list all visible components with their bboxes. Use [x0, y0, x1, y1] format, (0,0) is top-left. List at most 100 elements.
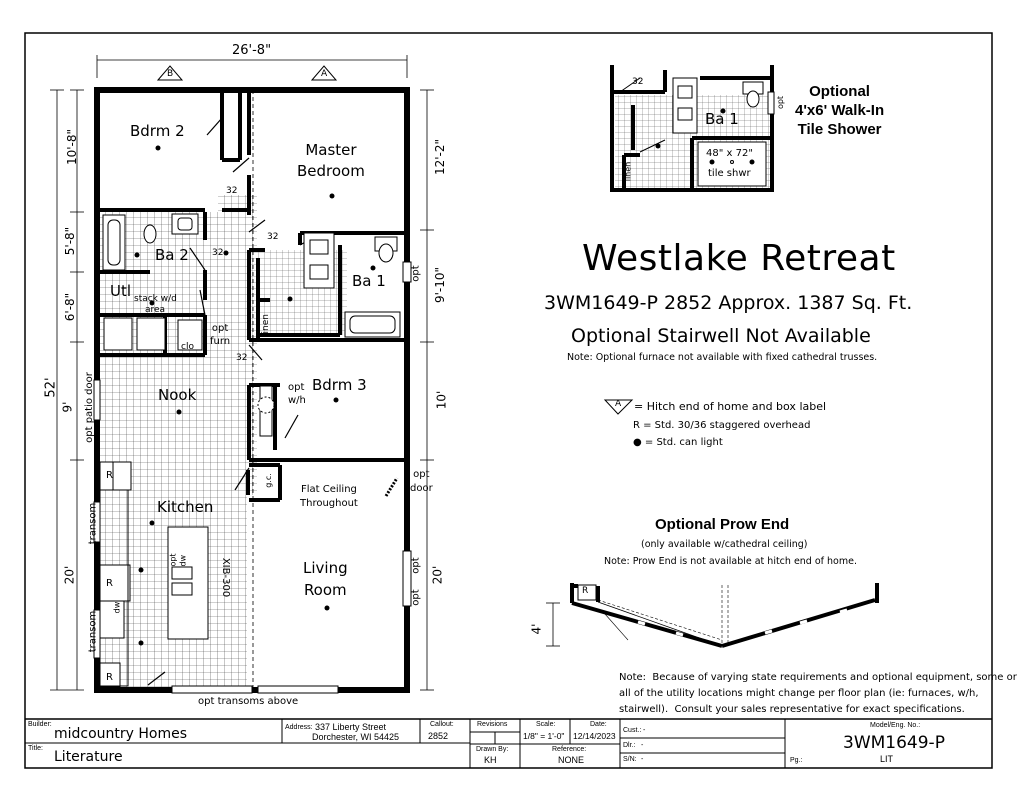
opt-dw-label: opt dw	[168, 553, 188, 567]
prow-note: Note: Prow End is not available at hitch…	[604, 556, 857, 567]
dlr-value: -	[641, 742, 644, 749]
model-line: 3WM1649-P 2852 Approx. 1387 Sq. Ft.	[544, 292, 913, 314]
opt-patio-door-label: opt patio door	[83, 372, 95, 443]
utility-note: Note: Because of varying state requireme…	[619, 672, 1017, 715]
callout-value: 2852	[428, 731, 449, 741]
left-dim-1: 10'-8"	[65, 128, 80, 166]
prow-r: R	[582, 586, 589, 596]
opt-door-label: opt door	[410, 469, 433, 494]
left-dim-4: 9'	[60, 401, 75, 413]
left-dim-5: 20'	[62, 565, 77, 585]
model-label: Model/Eng. No.:	[870, 722, 921, 729]
inset-shower-plan	[610, 65, 775, 192]
left-dim-3: 6'-8"	[63, 292, 78, 322]
dw-label: dw	[112, 601, 122, 614]
hitch-marker-b: B	[167, 69, 174, 79]
right-dim-1: 12'-2"	[433, 138, 448, 176]
revisions-label: Revisions	[477, 721, 508, 728]
builder-value: midcountry Homes	[54, 726, 188, 742]
scale-value: 1/8" = 1'-0"	[523, 731, 565, 741]
room-living: Living Room	[303, 559, 348, 599]
drawn-value: KH	[484, 755, 497, 765]
opt-window-label-2: opt	[410, 557, 422, 574]
gc-label: g.c.	[263, 473, 273, 488]
furnace-note: Note: Optional furnace not available wit…	[567, 352, 878, 363]
room-kitchen: Kitchen	[157, 498, 214, 516]
right-dim-2: 9'-10"	[433, 266, 448, 304]
clo-label: clo	[181, 342, 194, 352]
inset-shower-size: 48" x 72"	[706, 148, 753, 159]
cust-label: Cust.:	[623, 727, 642, 734]
reference-value: NONE	[558, 755, 585, 765]
right-dim-3: 10'	[434, 390, 449, 410]
address-line2: Dorchester, WI 54425	[312, 732, 400, 742]
inset-shower-title: Optional 4'x6' Walk-In Tile Shower	[795, 83, 885, 138]
model-value: 3WM1649-P	[843, 733, 945, 753]
room-master: Master Bedroom	[297, 141, 365, 180]
room-bdrm3: Bdrm 3	[312, 376, 367, 394]
title-label: Title:	[28, 745, 43, 752]
address-label: Address:	[285, 724, 313, 731]
prow-subtitle: (only available w/cathedral ceiling)	[641, 539, 808, 550]
range-label-r3: R	[106, 672, 113, 683]
hitch-markers	[156, 65, 634, 415]
inset-opt: opt	[776, 95, 786, 110]
right-dim-4: 20'	[430, 565, 445, 585]
date-value: 12/14/2023	[573, 731, 616, 741]
room-ba2: Ba 2	[155, 246, 189, 264]
room-ba1: Ba 1	[352, 272, 386, 290]
cust-value: -	[643, 727, 646, 734]
dlr-label: Dlr.:	[623, 742, 636, 749]
inset-32: 32	[632, 77, 644, 87]
area-label: area	[145, 305, 166, 315]
door-32-4: 32	[236, 353, 248, 363]
callout-label: Callout:	[430, 721, 454, 728]
inset-linen: linen	[623, 161, 633, 182]
flat-ceiling-label: Flat Ceiling Throughout	[300, 484, 358, 509]
exterior-walls	[94, 87, 410, 693]
sn-label: S/N:	[623, 756, 637, 763]
transom-label-1: transom	[87, 502, 99, 545]
pg-value: LIT	[880, 754, 894, 764]
fixtures	[99, 213, 401, 688]
opt-furn-label: opt furn	[210, 323, 231, 347]
title-value: Literature	[54, 749, 123, 765]
prow-end-plan	[546, 583, 879, 648]
transom-label-2: transom	[87, 610, 99, 653]
legend-light-text: ● = Std. can light	[633, 437, 723, 448]
linen-label: linen	[260, 314, 271, 336]
overall-length-dim: 52'	[43, 377, 59, 398]
room-bdrm2: Bdrm 2	[130, 122, 185, 140]
address-line1: 337 Liberty Street	[315, 722, 387, 732]
legend-hitch-symbol: A	[615, 399, 622, 409]
range-label-r1: R	[106, 470, 113, 481]
stack-wd-label: stack w/d	[134, 294, 177, 304]
opt-window-label-1: opt	[410, 265, 422, 282]
date-label: Date:	[590, 721, 607, 728]
range-label-r2: R	[106, 578, 113, 589]
prow-dim: 4'	[529, 623, 544, 635]
legend-r-text: R = Std. 30/36 staggered overhead	[633, 420, 811, 431]
door-32-3: 32	[212, 248, 224, 258]
stair-note: Optional Stairwell Not Available	[571, 325, 871, 347]
builder-label: Builder:	[28, 721, 52, 728]
xib-label: XIB-300	[220, 557, 232, 598]
sn-value: -	[641, 756, 644, 763]
title-block-grid	[25, 718, 992, 768]
drawn-label: Drawn By:	[476, 746, 509, 753]
door-32-2: 32	[267, 232, 279, 242]
pg-label: Pg.:	[790, 757, 803, 764]
room-utl: Utl	[110, 282, 132, 300]
opt-window-label-3: opt	[410, 589, 422, 606]
prow-title: Optional Prow End	[655, 516, 790, 533]
inset-ba1: Ba 1	[705, 110, 739, 128]
opt-transoms-above: opt transoms above	[198, 696, 299, 707]
reference-label: Reference:	[552, 746, 587, 753]
door-32-1: 32	[226, 186, 238, 196]
dimension-lines	[50, 55, 434, 691]
scale-label: Scale:	[536, 721, 556, 728]
model-name: Westlake Retreat	[582, 238, 896, 279]
room-nook: Nook	[158, 386, 197, 404]
can-lights	[134, 145, 376, 646]
